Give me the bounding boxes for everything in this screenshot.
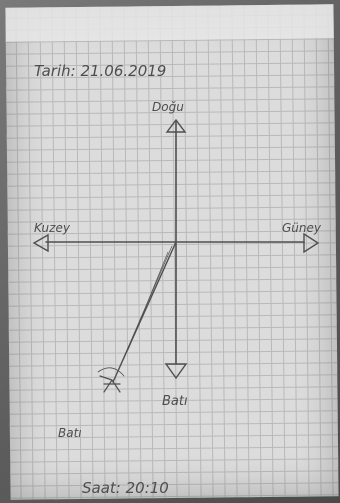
- date-text: Tarih: 21.06.2019: [34, 62, 166, 80]
- label-top: Doğu: [152, 100, 184, 114]
- label-left: Kuzey: [34, 221, 71, 235]
- right-arrow-icon: [304, 234, 318, 252]
- shadow-line-faint-2: [128, 252, 168, 350]
- stick-label: Batı: [58, 426, 82, 440]
- left-arrow-icon: [34, 235, 48, 251]
- time-text: Saat: 20:10: [82, 479, 169, 497]
- bottom-arrow-icon: [166, 364, 186, 378]
- label-bottom: Batı: [162, 394, 188, 409]
- label-right: Güney: [282, 221, 322, 235]
- stick-sketch-icon: [100, 376, 120, 392]
- stick-arc: [98, 368, 124, 376]
